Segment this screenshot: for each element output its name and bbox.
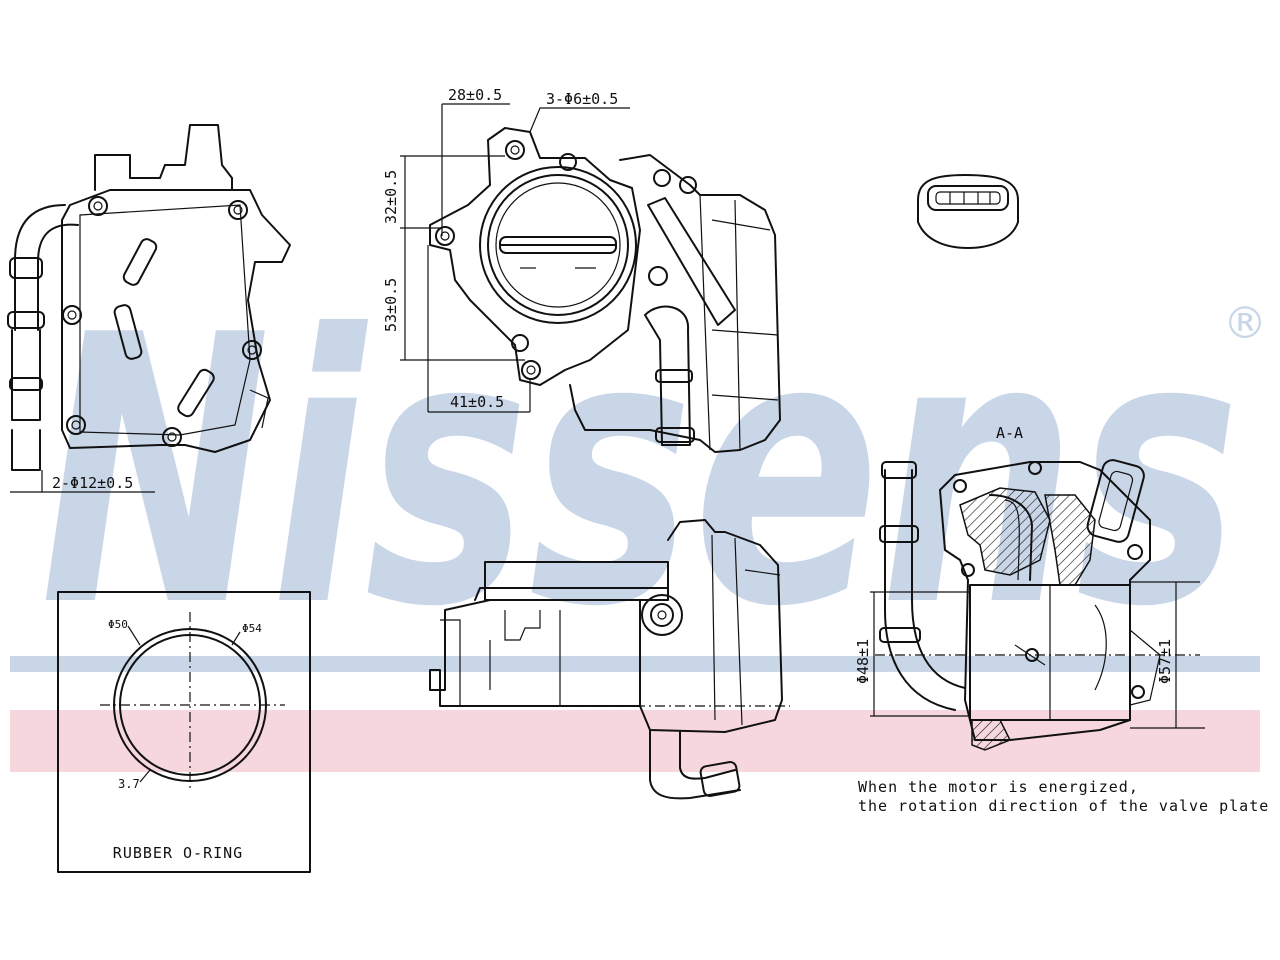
oring-thickness: 3.7: [118, 777, 140, 791]
rotation-note: When the motor is energized, the rotatio…: [858, 778, 1269, 815]
section-label: A-A: [996, 424, 1023, 442]
oring-detail-box: Φ50 Φ54 3.7 RUBBER O-RING: [57, 591, 311, 873]
left-side-view: 2-Φ12±0.5: [7, 124, 291, 493]
dim-upper-height: 32±0.5: [382, 170, 400, 224]
connector-view: [917, 174, 1019, 249]
center-front-view: 28±0.5 3-Φ6±0.5 32±0.5 53±0.5 41±0.5: [382, 86, 781, 453]
dim-right-diameter: Φ57±1: [1156, 639, 1174, 684]
dim-lower-height: 53±0.5: [382, 278, 400, 332]
note-line-1: When the motor is energized,: [858, 778, 1139, 796]
dim-mount-holes: 3-Φ6±0.5: [546, 90, 618, 108]
watermark-registered-mark: ®: [1223, 298, 1267, 349]
section-view-a-a: A-A Φ48±1 Φ5: [854, 424, 1205, 751]
dim-flange-width: 28±0.5: [448, 86, 502, 104]
watermark-blue-stripe: [10, 656, 1260, 672]
oring-inner-dia: Φ54: [242, 622, 262, 635]
center-bottom-view: [429, 519, 790, 800]
dim-pipe-holes: 2-Φ12±0.5: [52, 474, 133, 492]
dim-bottom-width: 41±0.5: [450, 393, 504, 411]
note-line-2: the rotation direction of the valve plat…: [858, 797, 1269, 815]
dim-left-diameter: Φ48±1: [854, 639, 872, 684]
oring-outer-dia: Φ50: [108, 618, 128, 631]
oring-label: RUBBER O-RING: [113, 844, 243, 862]
